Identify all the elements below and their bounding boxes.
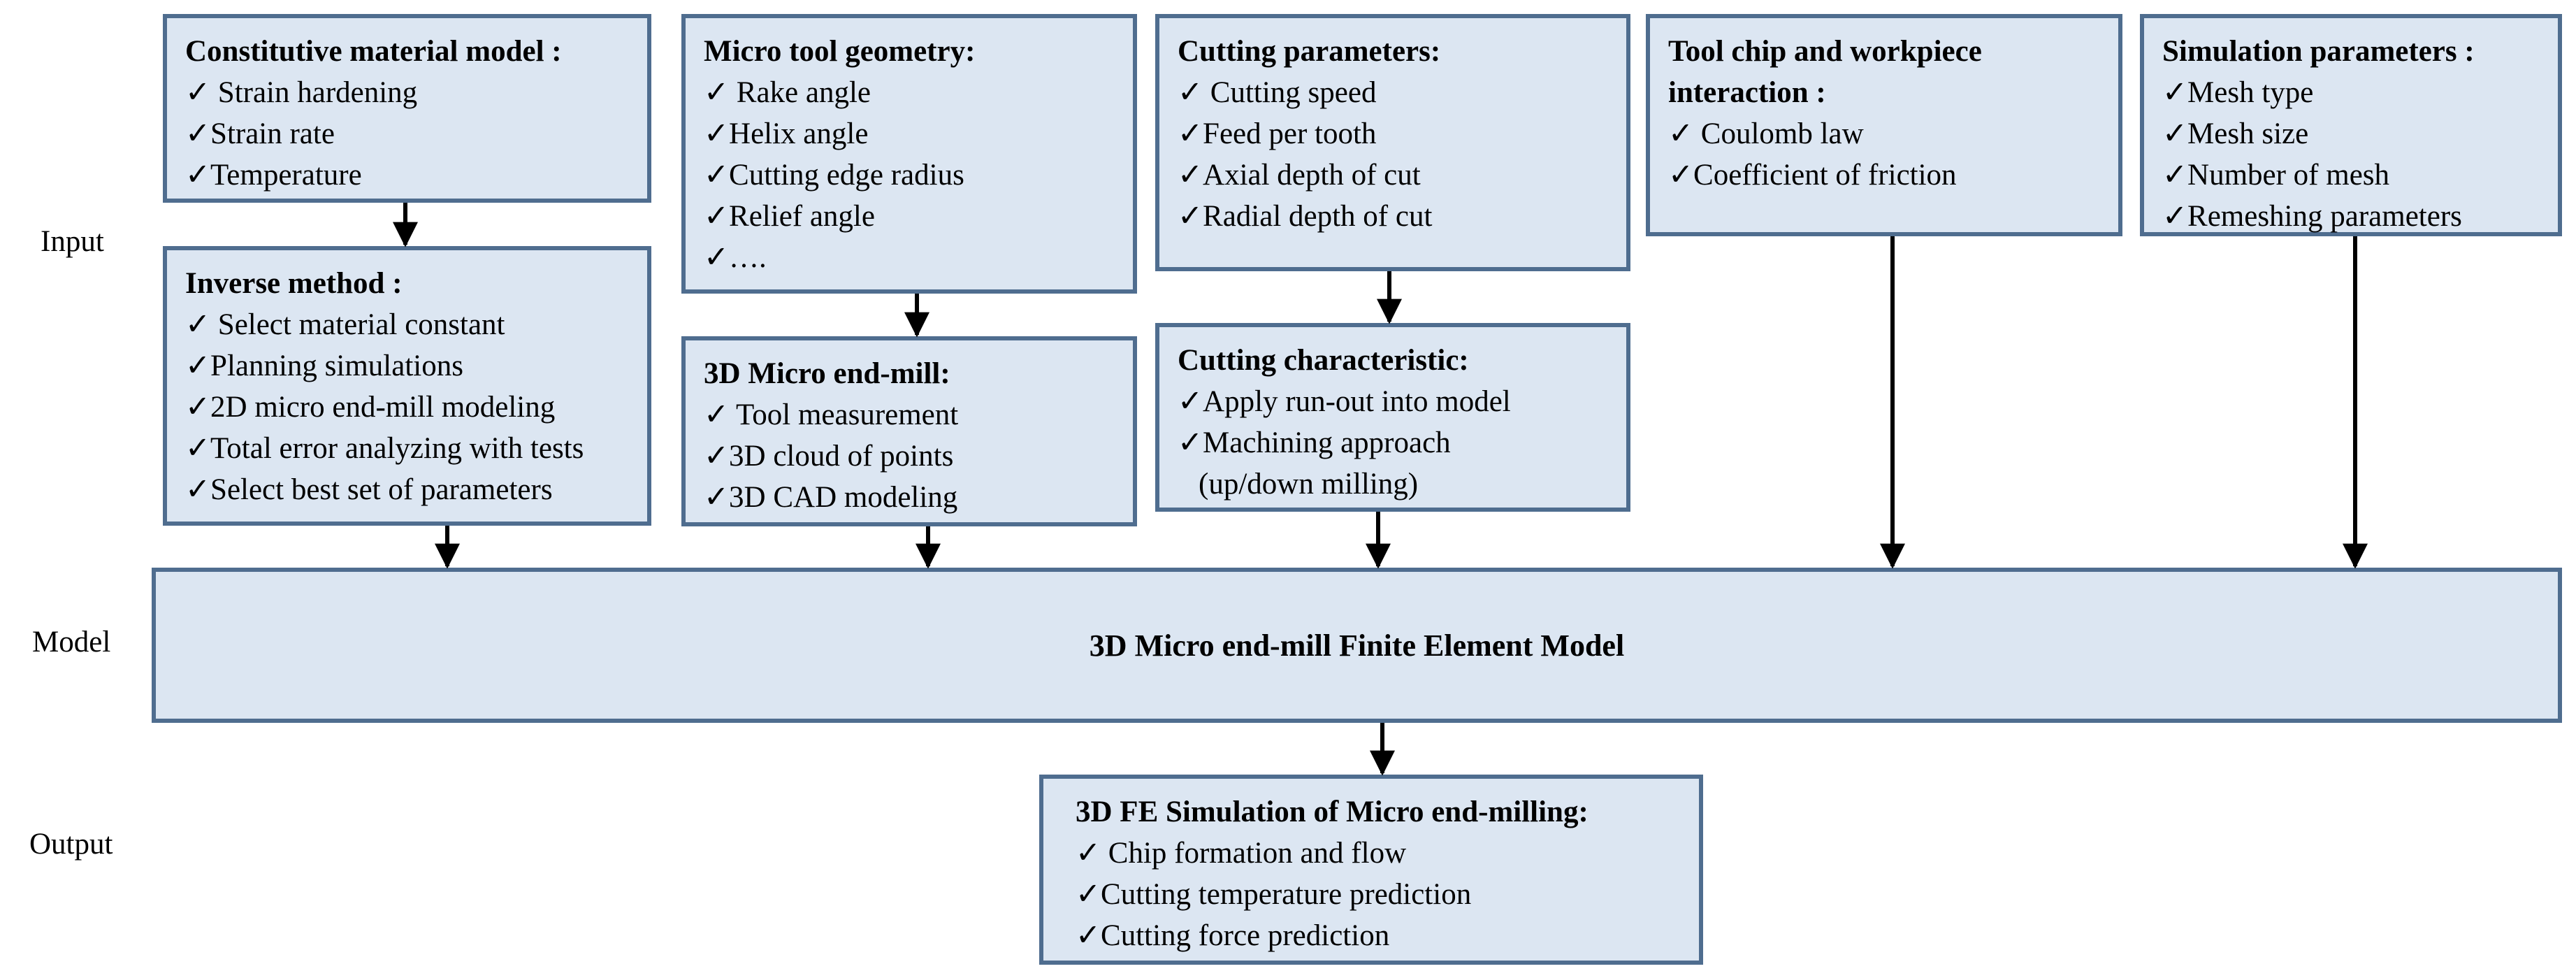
list-item: ✓Coefficient of friction [1668,159,1957,192]
cutting-parameters-box: Cutting parameters: ✓ Cutting speed ✓Fee… [1155,14,1630,271]
box-title: interaction : [1668,76,1826,109]
list-item: ✓2D micro end-mill modeling [185,391,556,424]
micro-tool-geometry-box: Micro tool geometry: ✓ Rake angle ✓Helix… [681,14,1137,294]
list-item: ✓Number of mesh [2162,159,2390,192]
list-item: ✓Apply run-out into model [1178,385,1511,418]
list-item: ✓Mesh size [2162,117,2309,150]
list-item: ✓Total error analyzing with tests [185,432,584,465]
list-item: ✓ Coulomb law [1668,117,1864,150]
list-item: ✓ Tool measurement [704,398,959,431]
list-item: ✓Machining approach [1178,426,1451,459]
stage-label-input: Input [41,225,104,258]
simulation-parameters-box: Simulation parameters : ✓Mesh type ✓Mesh… [2140,14,2562,236]
list-item: (up/down milling) [1199,468,1419,501]
list-item: ✓ Rake angle [704,76,871,109]
list-item: ✓Feed per tooth [1178,117,1377,150]
list-item: ✓Temperature [185,159,362,192]
box-title: 3D Micro end-mill: [704,357,950,390]
list-item: ✓ Select material constant [185,308,505,341]
box-title: Inverse method : [185,267,403,300]
list-item: ✓ Strain hardening [185,76,418,109]
list-item: ✓3D cloud of points [704,440,954,473]
cutting-characteristic-box: Cutting characteristic: ✓Apply run-out i… [1155,323,1630,512]
box-title: Constitutive material model : [185,35,562,68]
list-item: ✓Cutting temperature prediction [1076,878,1472,911]
list-item: ✓ Cutting speed [1178,76,1377,109]
tool-chip-workpiece-interaction-box: Tool chip and workpiece interaction : ✓ … [1646,14,2122,236]
box-title: Cutting characteristic: [1178,344,1469,377]
list-item: ✓…. [704,241,767,274]
box-title: Simulation parameters : [2162,35,2475,68]
constitutive-material-model-box: Constitutive material model : ✓ Strain h… [163,14,651,203]
inverse-method-box: Inverse method : ✓ Select material const… [163,246,651,526]
list-item: ✓Cutting edge radius [704,159,964,192]
model-title: 3D Micro end-mill Finite Element Model [1089,628,1625,663]
list-item: ✓Axial depth of cut [1178,159,1421,192]
list-item: ✓Planning simulations [185,350,463,382]
box-title: Micro tool geometry: [704,35,976,68]
list-item: ✓Cutting force prediction [1076,919,1390,952]
stage-label-output: Output [29,828,113,861]
list-item: ✓3D CAD modeling [704,481,958,514]
list-item: ✓Select best set of parameters [185,473,553,506]
list-item: ✓Relief angle [704,200,875,233]
list-item: ✓ Chip formation and flow [1076,837,1407,870]
finite-element-model-box: 3D Micro end-mill Finite Element Model [152,568,2562,723]
box-title: 3D FE Simulation of Micro end-milling: [1076,796,1589,828]
list-item: ✓Mesh type [2162,76,2314,109]
fe-simulation-output-box: 3D FE Simulation of Micro end-milling: ✓… [1039,775,1703,965]
list-item: ✓Strain rate [185,117,335,150]
3d-micro-end-mill-box: 3D Micro end-mill: ✓ Tool measurement ✓3… [681,336,1137,526]
list-item: ✓Helix angle [704,117,869,150]
box-title: Tool chip and workpiece [1668,35,1982,68]
box-title: Cutting parameters: [1178,35,1441,68]
list-item: ✓Radial depth of cut [1178,200,1433,233]
stage-label-model: Model [32,626,111,659]
list-item: ✓Remeshing parameters [2162,200,2462,233]
